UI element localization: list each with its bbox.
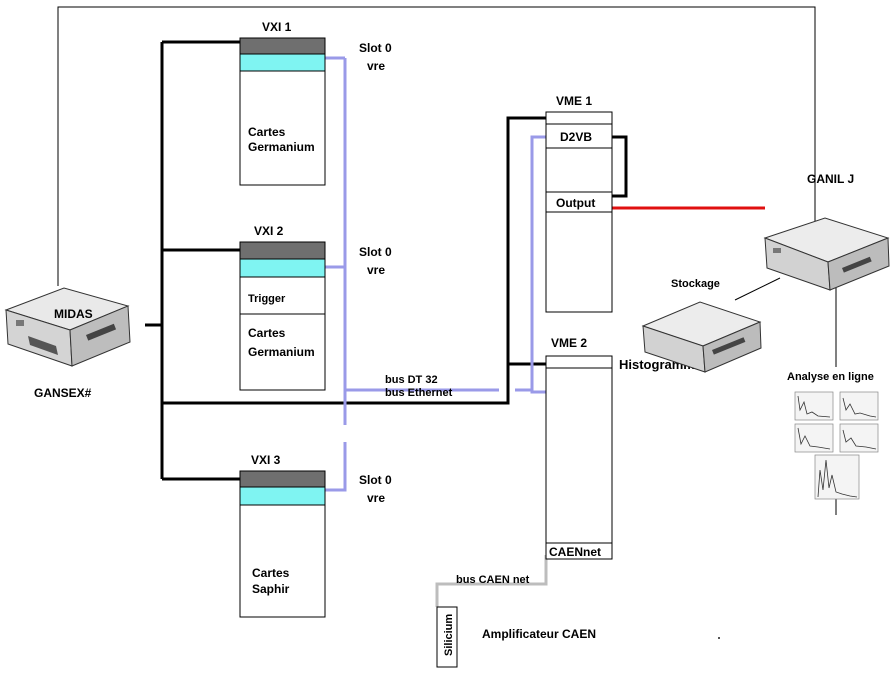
vme2-title: VME 2 bbox=[551, 336, 587, 350]
ganil-label: GANIL J bbox=[807, 172, 854, 186]
d2vb-output-loop-line bbox=[612, 135, 628, 198]
ethernet-bus-line bbox=[162, 116, 546, 405]
plot-thumb-4 bbox=[839, 423, 879, 453]
ganil-computer-icon bbox=[763, 217, 890, 291]
analysis-label: Analyse en ligne bbox=[787, 371, 874, 383]
vxi3-title: VXI 3 bbox=[251, 453, 281, 467]
vme2-caennet-label: CAENnet bbox=[549, 545, 601, 559]
vxi3-vre-line bbox=[325, 442, 347, 492]
bus-ethernet-label: bus Ethernet bbox=[385, 387, 453, 399]
storage-label: Stockage bbox=[671, 278, 720, 290]
caen-bus-line bbox=[435, 555, 548, 607]
vme1-lower-section bbox=[545, 211, 613, 313]
vxi3-slot0-bar bbox=[239, 486, 326, 506]
vxi3-label-line2: Saphir bbox=[252, 582, 290, 596]
stray-dot bbox=[718, 637, 720, 639]
vxi1-label-line2: Germanium bbox=[248, 140, 315, 154]
storage-computer-icon bbox=[641, 301, 762, 373]
vxi2-trigger-label: Trigger bbox=[248, 293, 286, 305]
silicium-label: Silicium bbox=[443, 614, 455, 656]
vxi2-slot0-bar bbox=[239, 258, 326, 278]
vxi3-body bbox=[239, 504, 326, 618]
amplifier-label: Amplificateur CAEN bbox=[482, 627, 596, 641]
ganil-storage-line bbox=[734, 277, 781, 301]
vxi1-title: VXI 1 bbox=[262, 20, 292, 34]
slot0-label-2: Slot 0 bbox=[359, 245, 392, 259]
vme1-crate: VME 1 D2VB Output bbox=[545, 94, 613, 313]
plot-thumb-1 bbox=[794, 391, 834, 421]
vxi3-header-bar bbox=[239, 470, 326, 488]
vme1-title: VME 1 bbox=[556, 94, 592, 108]
connections bbox=[57, 6, 837, 607]
silicium-box bbox=[436, 606, 458, 668]
vxi1-header-bar bbox=[239, 37, 326, 55]
vxi2-label-line2: Germanium bbox=[248, 345, 315, 359]
bus-dt32-label: bus DT 32 bbox=[385, 374, 438, 386]
vme2-crate: VME 2 CAENnet Histogrammer bbox=[545, 336, 707, 560]
vme1-output-label: Output bbox=[556, 196, 595, 210]
vxi1-body bbox=[239, 70, 326, 186]
vxi1-label-line1: Cartes bbox=[248, 125, 286, 139]
slot-labels: Slot 0 vre Slot 0 vre Slot 0 vre bbox=[359, 41, 392, 505]
plot-thumb-3 bbox=[794, 423, 834, 453]
vme2-body bbox=[545, 367, 613, 544]
midas-computer-icon bbox=[4, 287, 131, 367]
slot0-label-1: Slot 0 bbox=[359, 41, 392, 55]
silicium-detector: Silicium bbox=[436, 606, 458, 668]
gansex-label: GANSEX# bbox=[34, 386, 92, 400]
vxi1-crate: VXI 1 Cartes Germanium bbox=[239, 20, 326, 186]
vxi3-crate: VXI 3 Cartes Saphir bbox=[239, 453, 326, 618]
vxi1-slot0-bar bbox=[239, 53, 326, 72]
vxi2-crate: VXI 2 Trigger Cartes Germanium bbox=[239, 224, 326, 391]
vre-label-2: vre bbox=[367, 263, 385, 277]
d2vb-dt32-line bbox=[530, 135, 546, 394]
vxi3-label-line1: Cartes bbox=[252, 566, 290, 580]
plot-thumb-2 bbox=[839, 391, 879, 421]
vxi2-title: VXI 2 bbox=[254, 224, 284, 238]
vme1-top-bar bbox=[545, 111, 613, 125]
vxi2-trigger-section bbox=[239, 276, 326, 315]
vme1-d2vb-section bbox=[545, 123, 613, 149]
vme2-caennet-section bbox=[545, 542, 613, 560]
bus-caen-label: bus CAEN net bbox=[456, 574, 530, 586]
top-link-line bbox=[57, 6, 816, 286]
slot0-label-3: Slot 0 bbox=[359, 473, 392, 487]
vxi2-body bbox=[239, 313, 326, 391]
vme1-d2vb-label: D2VB bbox=[560, 130, 592, 144]
vre-label-3: vre bbox=[367, 491, 385, 505]
vre-label-1: vre bbox=[367, 59, 385, 73]
midas-label: MIDAS bbox=[54, 307, 93, 321]
analysis-plots-icon bbox=[794, 391, 879, 500]
plot-thumb-5 bbox=[814, 454, 860, 500]
vxi2-header-bar bbox=[239, 241, 326, 260]
vxi2-label-line1: Cartes bbox=[248, 326, 286, 340]
vme2-top-bar bbox=[545, 355, 613, 369]
vme1-middle-section bbox=[545, 147, 613, 193]
